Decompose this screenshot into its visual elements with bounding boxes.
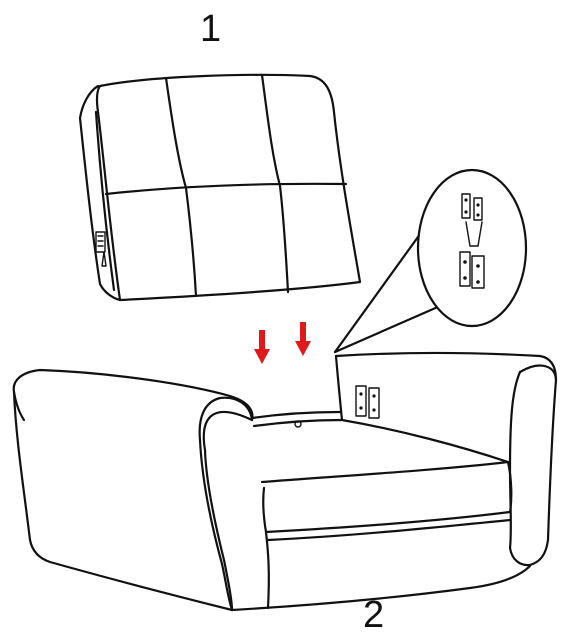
step-1-label: 1 [200, 10, 221, 48]
step-2-label: 2 [363, 596, 384, 634]
down-arrow-icon [254, 330, 270, 364]
down-arrow-icon [295, 322, 311, 356]
bracket-detail-callout [335, 170, 526, 352]
chair-base [14, 353, 556, 610]
backrest-cushion [80, 75, 360, 300]
